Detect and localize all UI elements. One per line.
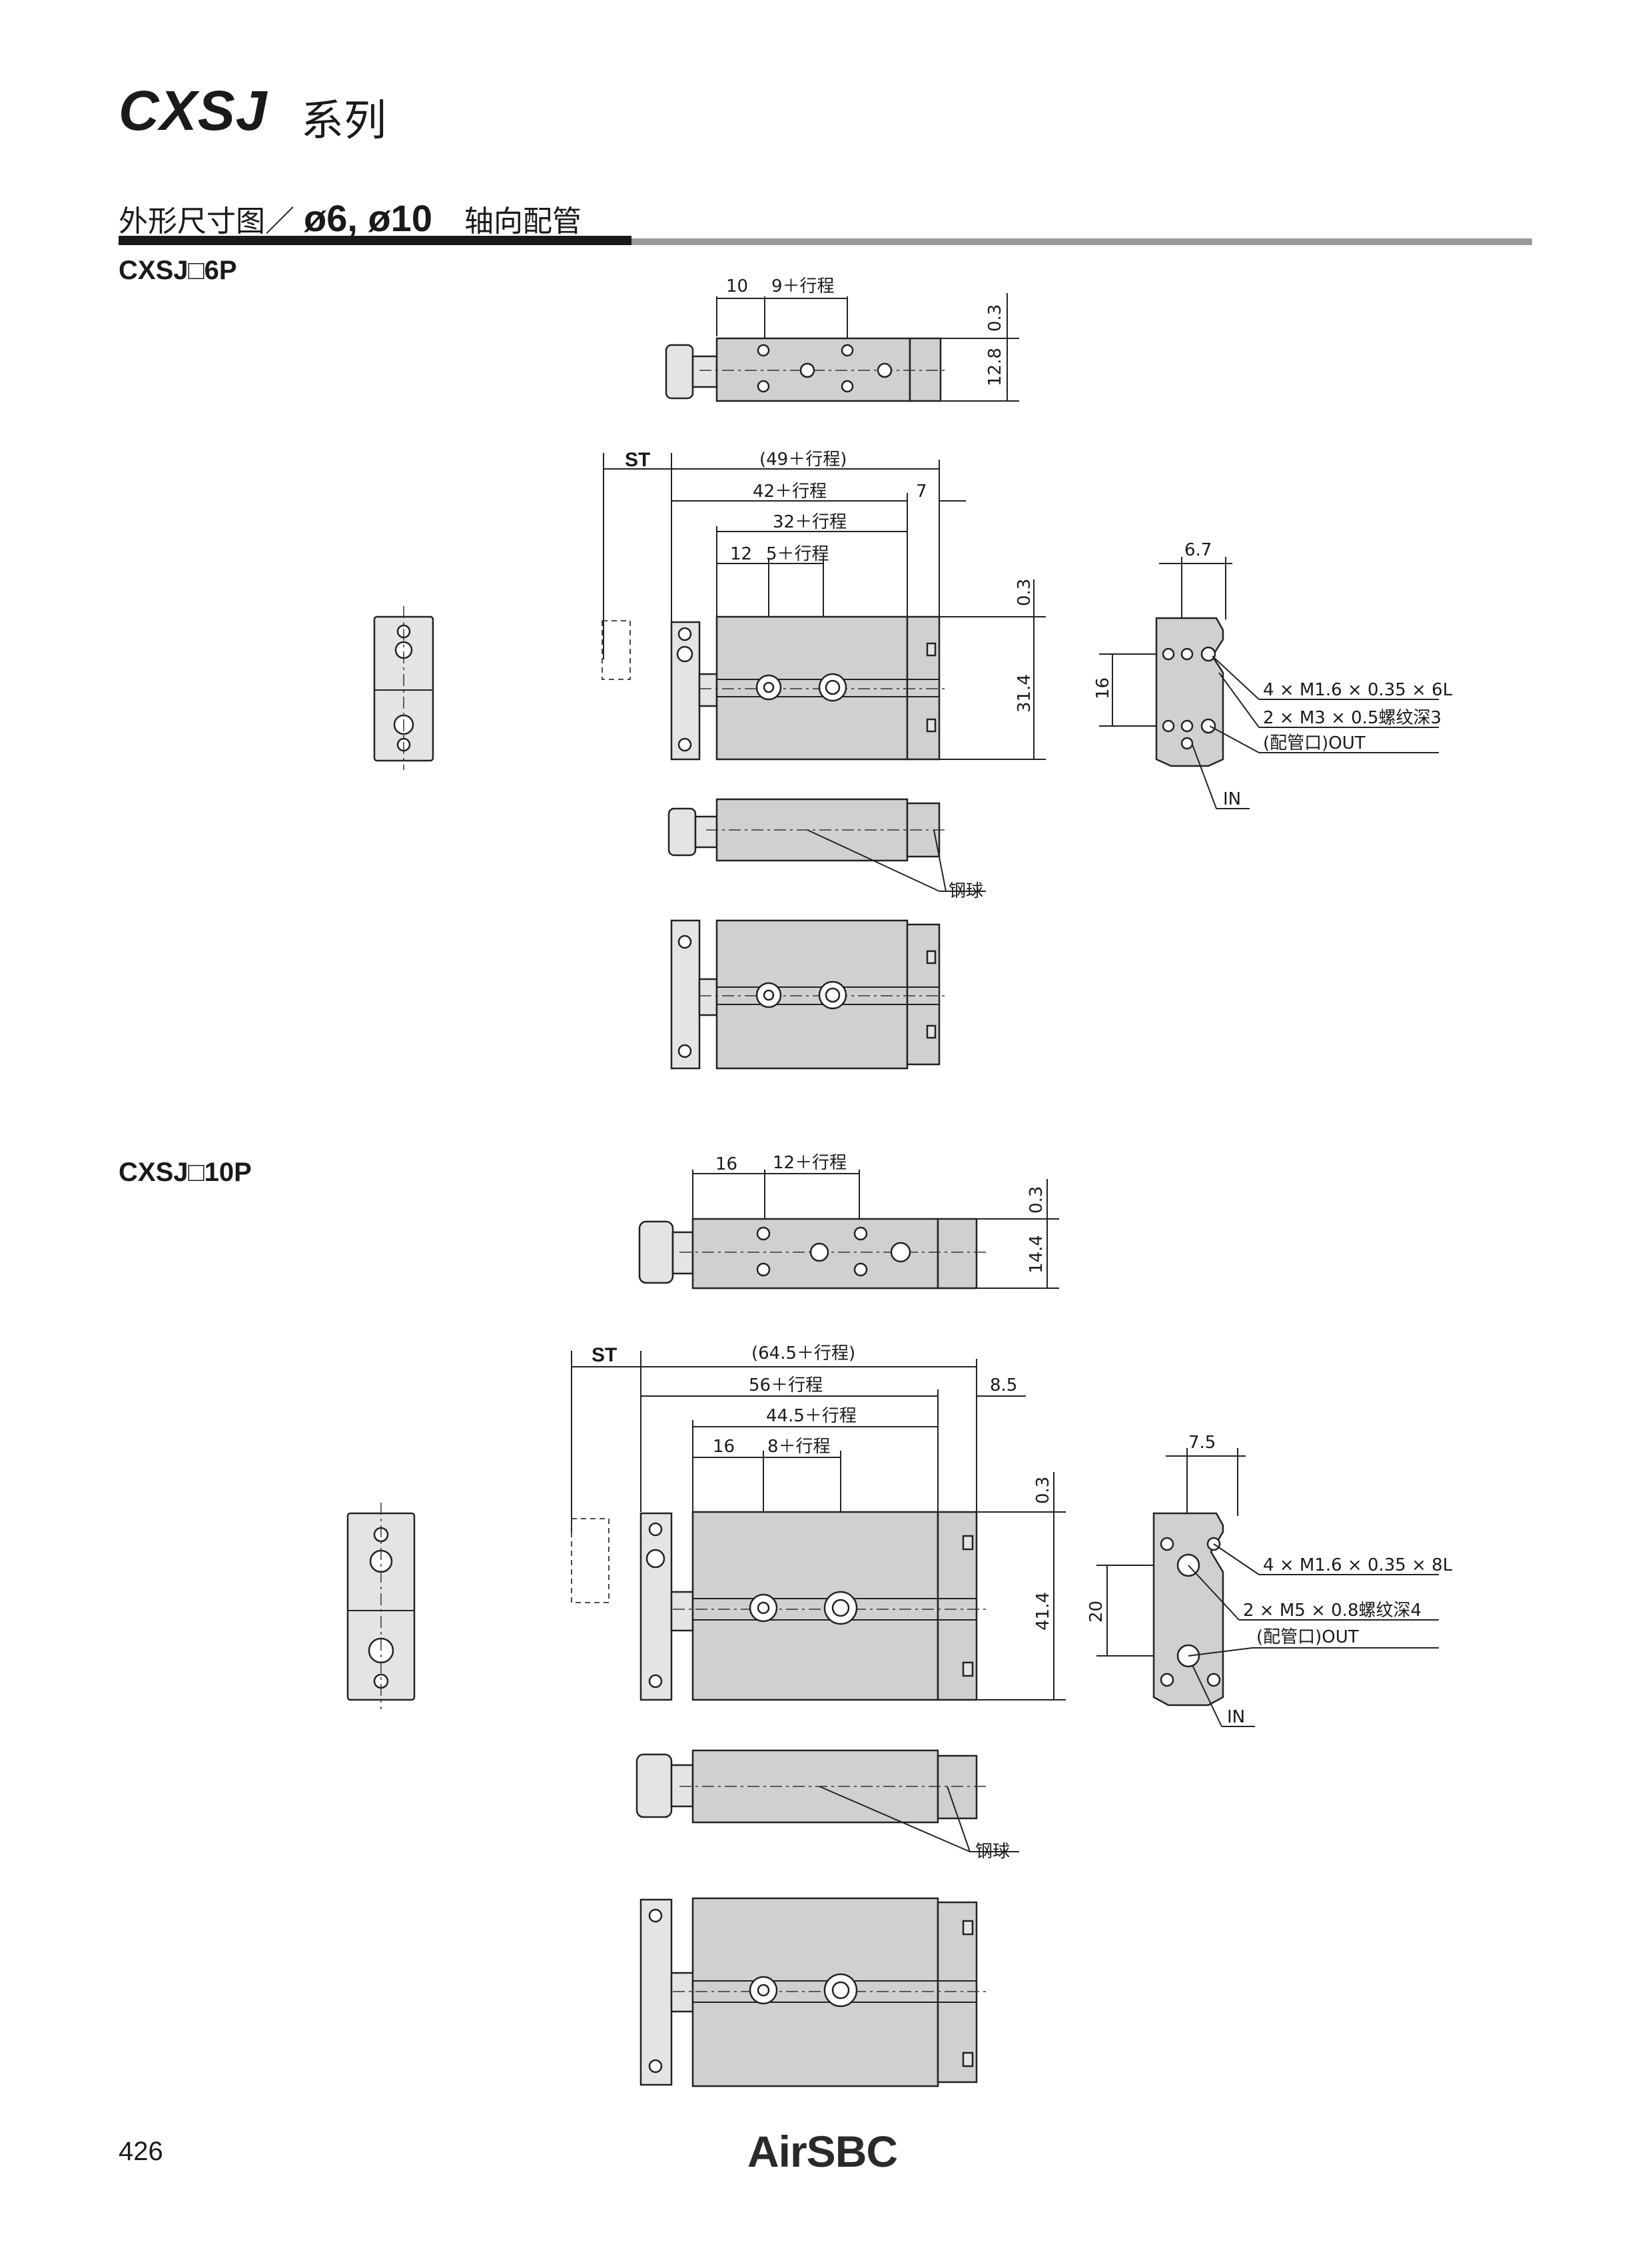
drawing-6-top-view: 10 9＋行程 0.3 12.8 (665, 276, 1019, 402)
dim-10-gap: 0.3 (1033, 1477, 1053, 1504)
series-title: CXSJ (119, 79, 268, 142)
dim-10-e: 8＋行程 (767, 1437, 831, 1457)
section-rule-accent (119, 236, 631, 245)
drawing-10-rear-view (639, 1897, 986, 2087)
dim-10-height: 41.4 (1033, 1592, 1053, 1631)
section-heading: 外形尺寸图／ ø6, ø10 轴向配管 (119, 188, 582, 240)
dim-10-top-height: 14.4 (1027, 1235, 1046, 1274)
note-10-thread-b: 2 × M5 × 0.8螺纹深4 (1243, 1601, 1422, 1621)
dim-10-b: 8.5 (990, 1375, 1017, 1395)
dim-10-d: 16 (713, 1437, 735, 1457)
drawing-10-bottom-view: 钢球 (635, 1749, 1019, 1862)
dim-6-d: 12 (730, 544, 752, 564)
dim-10-side-width: 7.5 (1188, 1433, 1216, 1453)
dim-6-a: 42＋行程 (753, 482, 827, 502)
dim-6-top-stroke: 9＋行程 (771, 276, 835, 296)
section-rule (119, 238, 1532, 245)
dim-10-c: 44.5＋行程 (766, 1406, 857, 1426)
section-heading-title: 外形尺寸图／ (119, 204, 294, 238)
model-label-10: CXSJ□10P (119, 1158, 252, 1187)
dim-6-top-height: 12.8 (985, 348, 1005, 386)
note-6-thread-a: 4 × M1.6 × 0.35 × 6L (1263, 680, 1453, 700)
dim-10-st: ST (592, 1344, 617, 1366)
brand-logo: AirSBC (747, 2127, 898, 2176)
drawing-6-side-view: 6.7 16 4 × M1.6 × 0.35 × 6L 2 × M3 × 0.5… (1093, 540, 1453, 809)
dim-6-side-width: 6.7 (1184, 540, 1212, 560)
dim-6-side-height: 16 (1093, 677, 1113, 699)
dim-6-gap: 0.3 (1015, 579, 1034, 606)
note-6-out: (配管口)OUT (1263, 733, 1366, 753)
note-6-thread-b: 2 × M3 × 0.5螺纹深3 (1263, 708, 1442, 728)
dim-6-height: 31.4 (1015, 674, 1034, 713)
dim-10-overall: (64.5＋行程) (751, 1343, 855, 1363)
drawing-10-left-view (346, 1503, 416, 1709)
series-suffix: 系列 (301, 97, 386, 146)
section-heading-bore: ø6, ø10 (304, 197, 432, 239)
note-10-thread-a: 4 × M1.6 × 0.35 × 8L (1263, 1555, 1453, 1575)
drawing-10-front-view: ST (64.5＋行程) 56＋行程 8.5 44.5＋行程 16 8＋行程 (571, 1343, 1066, 1701)
drawing-6-bottom-view: 钢球 (667, 798, 986, 901)
model-label-6: CXSJ□6P (119, 256, 237, 285)
dim-6-top-gap: 0.3 (985, 304, 1005, 332)
note-10-out: (配管口)OUT (1256, 1627, 1359, 1647)
drawing-10-side-view: 7.5 20 4 × M1.6 × 0.35 × 8L 2 × M5 × 0.8… (1086, 1433, 1453, 1727)
dim-10-top-gap: 0.3 (1027, 1186, 1046, 1214)
dim-6-top-10: 10 (726, 276, 748, 296)
dim-10-a: 56＋行程 (749, 1375, 823, 1395)
drawing-10-top-view: 16 12＋行程 0.3 14.4 (638, 1153, 1059, 1290)
dim-6-st: ST (625, 449, 650, 471)
drawing-6-rear-view (670, 919, 946, 1070)
note-10-in: IN (1227, 1707, 1245, 1727)
drawing-6-front-view: ST (49＋行程) 42＋行程 7 32＋行程 12 5＋行程 (602, 449, 1046, 761)
ball-label-6: 钢球 (949, 881, 983, 901)
section-heading-piping: 轴向配管 (464, 204, 582, 238)
drawing-6-left-view (373, 606, 434, 770)
dim-6-b: 7 (916, 482, 927, 502)
dim-6-e: 5＋行程 (766, 544, 829, 564)
page-number: 426 (119, 2137, 163, 2166)
note-6-in: IN (1223, 789, 1241, 809)
dim-10-top-stroke: 12＋行程 (773, 1153, 847, 1173)
dim-6-c: 32＋行程 (773, 512, 847, 532)
dim-10-top-16: 16 (715, 1154, 737, 1174)
dim-6-overall: (49＋行程) (759, 450, 847, 470)
dim-10-side-height: 20 (1086, 1601, 1106, 1623)
ball-label-10: 钢球 (975, 1842, 1010, 1862)
